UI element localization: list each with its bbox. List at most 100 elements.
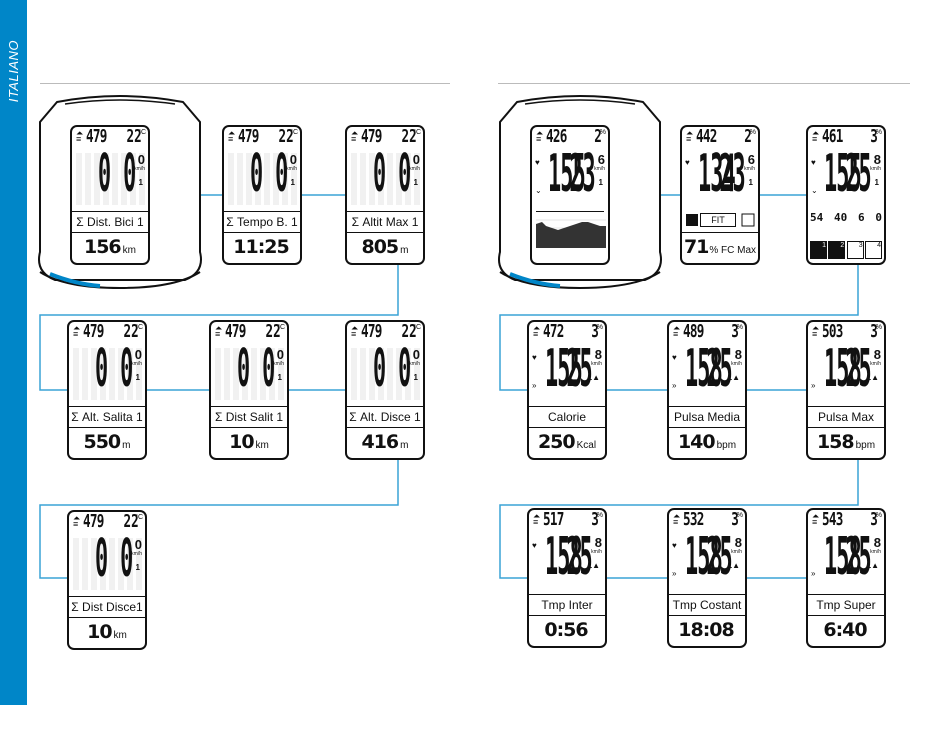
value-unit: bpm bbox=[855, 440, 876, 451]
total-icon: ≡ bbox=[533, 329, 539, 339]
altitude-readout: 479 bbox=[225, 321, 246, 342]
function-value: 18:08 bbox=[669, 615, 745, 642]
screen-tmp-costant: ⏶ ≡ 532 3 % ♥ » 158 25 8 km/h 1▲ Tmp Cos… bbox=[667, 508, 747, 648]
altitude-icon: ⏶ bbox=[73, 323, 81, 333]
speed-decimal: 8 bbox=[734, 535, 742, 550]
altitude-readout: 517 bbox=[543, 509, 564, 530]
altitude-readout: 543 bbox=[822, 509, 843, 530]
kmh-unit-icon: km/h bbox=[273, 361, 284, 367]
speed-readout: 25 bbox=[845, 339, 872, 399]
temperature-readout: 22 bbox=[123, 321, 139, 342]
function-label: Σ Altit Max 1 bbox=[347, 211, 423, 230]
temperature-readout: 22 bbox=[278, 126, 294, 147]
function-label: Tmp Super bbox=[808, 594, 884, 613]
left-divider bbox=[40, 83, 450, 84]
kmh-unit-icon: km/h bbox=[870, 549, 881, 555]
speed-decimal: 8 bbox=[734, 347, 742, 362]
bike-number-icon: 1 bbox=[413, 178, 418, 187]
speed-readout: 25 bbox=[706, 339, 733, 399]
heart-icon: ♥ bbox=[811, 158, 816, 167]
temperature-unit: °C bbox=[277, 324, 285, 331]
kmh-unit-icon: km/h bbox=[409, 361, 420, 367]
speed-decimal: 6 bbox=[747, 152, 755, 167]
screen-dist-bici: ⏶ ≡ 479 22 °C 0 0 0 km/h 1 Σ Dist. Bici … bbox=[70, 125, 150, 265]
segment-ghost bbox=[351, 348, 423, 400]
kmh-unit-icon: km/h bbox=[731, 361, 742, 367]
grade-readout: 3 bbox=[591, 321, 599, 342]
speed-decimal: 8 bbox=[594, 535, 602, 550]
value-number: 140 bbox=[677, 431, 716, 453]
value-unit: m bbox=[400, 245, 409, 256]
heart-rate-readout: 158 bbox=[685, 339, 723, 399]
altitude-icon: ⏶ bbox=[351, 323, 359, 333]
bike-number-icon: 1 bbox=[138, 178, 143, 187]
fit-zone-bar bbox=[686, 213, 755, 227]
speed-readout: 25 bbox=[706, 527, 733, 587]
function-value: 11:25 bbox=[224, 232, 300, 259]
altitude-readout: 532 bbox=[683, 509, 704, 530]
altitude-icon: ⏶ bbox=[812, 511, 820, 521]
main-digit: 0 bbox=[95, 529, 108, 589]
value-number: 416 bbox=[361, 431, 399, 453]
heart-rate-readout: 158 bbox=[824, 339, 862, 399]
screen-fit: ⏶ ≡ 442 2 % ♥ 134 23 6 km/h 1 FIT 71% FC… bbox=[680, 125, 760, 265]
kmh-unit-icon: km/h bbox=[731, 549, 742, 555]
function-label: Σ Alt. Salita 1 bbox=[69, 406, 145, 425]
main-digit: 0 bbox=[237, 339, 250, 399]
altitude-readout: 461 bbox=[822, 126, 843, 147]
altitude-icon: ⏶ bbox=[76, 128, 84, 138]
screen-hr-zones: ⏶ ≡ 461 3 % ♥ ⌄ 155 25 8 km/h 1 54 40 6 … bbox=[806, 125, 886, 265]
value-number: 158 bbox=[816, 431, 855, 453]
value-unit: Kcal bbox=[576, 440, 597, 451]
altitude-icon: ⏶ bbox=[533, 323, 541, 333]
speed-readout: 25 bbox=[845, 527, 872, 587]
heart-rate-readout: 155 bbox=[545, 339, 583, 399]
value-unit: bpm bbox=[716, 440, 737, 451]
bike-number-icon: 1 bbox=[598, 178, 603, 187]
temperature-readout: 22 bbox=[126, 126, 142, 147]
function-label: Pulsa Max bbox=[808, 406, 884, 425]
speed-digit: 0 bbox=[122, 144, 136, 204]
screen-altitude-profile: ⏶ ≡ 426 2 % ♥ ⌄ 155 23 6 km/h 1 bbox=[530, 125, 610, 265]
kmh-unit-icon: km/h bbox=[870, 166, 881, 172]
total-icon: ≡ bbox=[673, 329, 679, 339]
main-digit: 0 bbox=[95, 339, 108, 399]
screen-tmp-super: ⏶ ≡ 543 3 % » 158 25 8 km/h 1▲ Tmp Super… bbox=[806, 508, 886, 648]
kmh-unit-icon: km/h bbox=[409, 166, 420, 172]
altitude-icon: ⏶ bbox=[673, 511, 681, 521]
total-icon: ≡ bbox=[812, 329, 818, 339]
value-number: 250 bbox=[537, 431, 576, 453]
speed-decimal: 6 bbox=[597, 152, 605, 167]
screen-tempo-bici: ⏶ ≡ 479 22 °C 0 0 0 km/h 1 Σ Tempo B. 1 … bbox=[222, 125, 302, 265]
altitude-profile-graph bbox=[536, 211, 606, 252]
zone-3-percent: 6 bbox=[858, 211, 865, 224]
altitude-readout: 479 bbox=[86, 126, 107, 147]
value-unit: km bbox=[122, 245, 136, 256]
heart-rate-readout: 155 bbox=[548, 144, 586, 204]
speed-decimal: 0 bbox=[276, 347, 284, 362]
screen-pulsa-max: ⏶ ≡ 503 3 % » 158 25 8 km/h 1▲ Pulsa Max… bbox=[806, 320, 886, 460]
speed-readout: 25 bbox=[566, 339, 593, 399]
speed-digit: 0 bbox=[397, 144, 411, 204]
function-label: Σ Dist. Bici 1 bbox=[72, 211, 148, 230]
speed-digit: 0 bbox=[261, 339, 275, 399]
speed-decimal: 0 bbox=[134, 537, 142, 552]
temperature-unit: °C bbox=[135, 514, 143, 521]
function-label: Σ Dist Salit 1 bbox=[211, 406, 287, 425]
screen-pulsa-media: ⏶ ≡ 489 3 % ♥ » 158 25 8 km/h 1▲ Pulsa M… bbox=[667, 320, 747, 460]
screen-alt-salita: ⏶ ≡ 479 22 °C 0 0 0 km/h 1 Σ Alt. Salita… bbox=[67, 320, 147, 460]
bike-number-icon: 1▲ bbox=[727, 373, 740, 382]
value-unit: m bbox=[122, 440, 131, 451]
altitude-readout: 472 bbox=[543, 321, 564, 342]
segment-ghost bbox=[351, 153, 423, 205]
bike-number-icon: 1▲ bbox=[727, 561, 740, 570]
temperature-unit: °C bbox=[138, 129, 146, 136]
altitude-readout: 479 bbox=[83, 321, 104, 342]
fit-label: FIT bbox=[700, 213, 736, 227]
total-icon: ≡ bbox=[73, 519, 79, 529]
temperature-unit: °C bbox=[413, 324, 421, 331]
